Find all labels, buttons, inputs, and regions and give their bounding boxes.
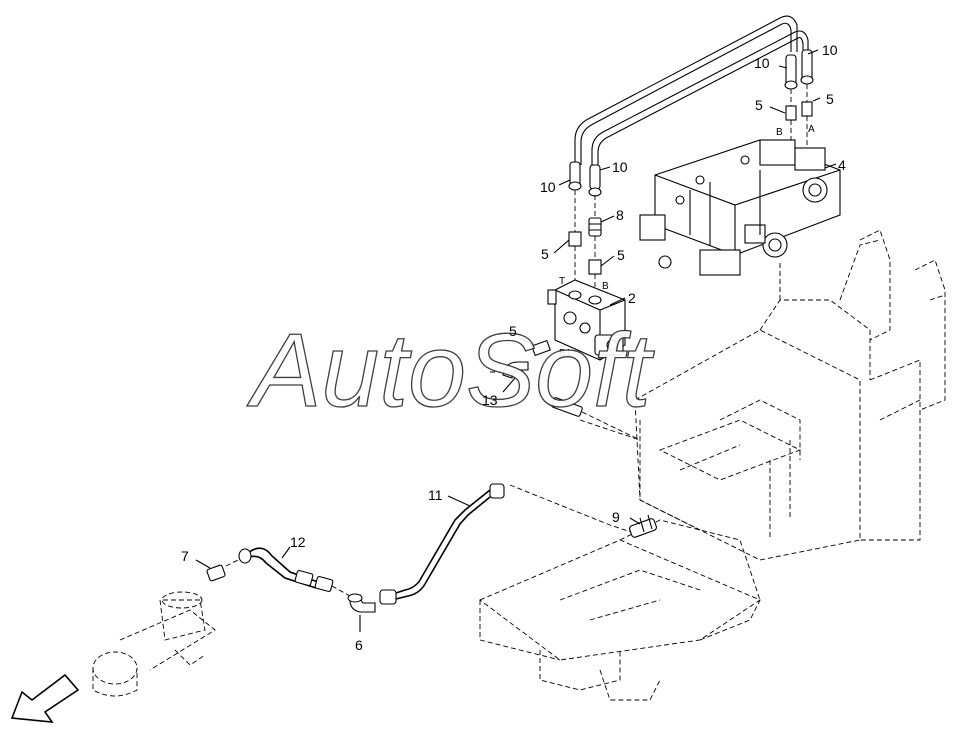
callout-5-d: 5 (617, 247, 625, 263)
elbow-6 (347, 593, 376, 613)
callout-2: 2 (628, 290, 636, 306)
callout-11: 11 (428, 487, 443, 503)
callout-4: 4 (838, 157, 846, 173)
fittings-5-left (568, 190, 602, 290)
fitting-10-right-a (784, 54, 798, 90)
callout-10-b: 10 (754, 55, 770, 71)
callout-9: 9 (612, 509, 620, 525)
callout-5-c: 5 (541, 246, 549, 262)
adapter-near-13 (551, 397, 583, 417)
callout-12: 12 (290, 534, 306, 550)
callout-6: 6 (355, 637, 363, 653)
watermark: AutoSoft (246, 313, 655, 429)
callout-13: 13 (482, 392, 498, 408)
valve-block-2 (547, 279, 626, 361)
valve-block-4 (639, 139, 841, 276)
fitting-10-left-b (588, 164, 602, 197)
hose-11 (379, 483, 505, 605)
leader-lines (195, 49, 837, 632)
callout-8: 8 (616, 207, 624, 223)
fitting-10-right-b (800, 49, 814, 85)
fitting-7 (206, 558, 241, 582)
callout-10-d: 10 (612, 159, 628, 175)
callout-5-a: 5 (755, 97, 763, 113)
direction-arrow (10, 673, 80, 723)
long-pipes (574, 15, 809, 165)
callout-5-e: 5 (509, 323, 517, 339)
fitting-5-b1 (531, 339, 551, 357)
port-label-b-mid: B (602, 281, 609, 292)
elbow-13 (490, 361, 529, 379)
hydraulic-cylinder (92, 591, 216, 697)
fitting-9 (629, 514, 657, 538)
port-label-a-top: A (808, 124, 815, 135)
port-label-b1: B1 (559, 348, 572, 359)
callout-5-b: 5 (826, 91, 834, 107)
fitting-10-left-a (568, 161, 582, 191)
fitting-5-right (785, 84, 813, 145)
hose-12 (238, 547, 334, 592)
chassis-frame (479, 229, 946, 701)
port-label-b-top: B (776, 127, 783, 138)
callout-7: 7 (181, 548, 189, 564)
callout-10-a: 10 (822, 42, 838, 58)
port-label-t: T (559, 276, 565, 287)
callout-10-c: 10 (540, 179, 556, 195)
fitting-8 (588, 217, 602, 237)
